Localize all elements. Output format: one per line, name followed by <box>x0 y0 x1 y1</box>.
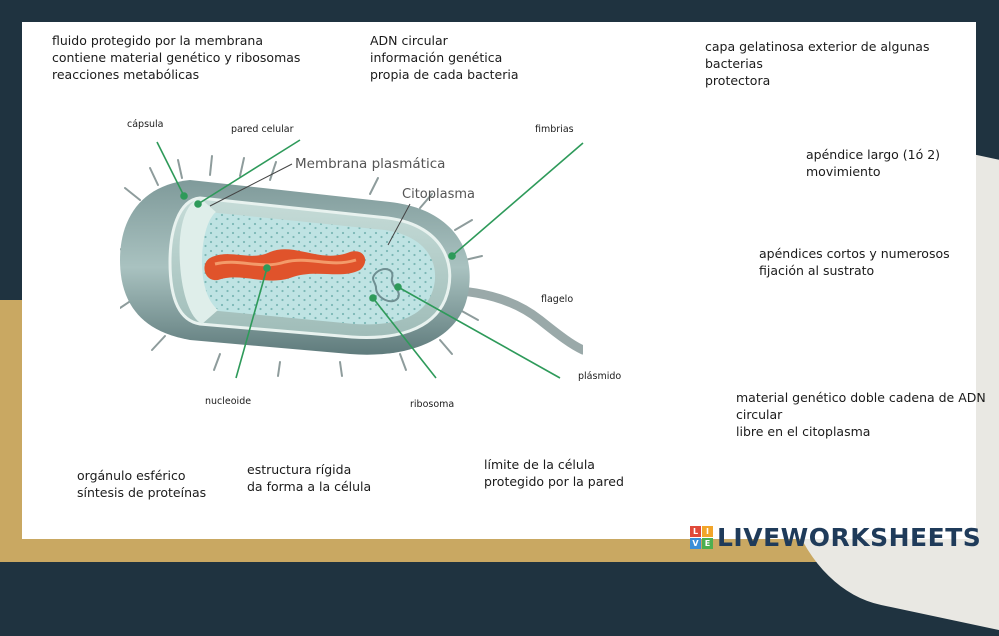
logo-text: LIVEWORKSHEETS <box>717 523 981 552</box>
definition-membrana[interactable]: límite de la célula protegido por la par… <box>484 456 624 490</box>
liveworksheets-logo: L I V E LIVEWORKSHEETS <box>690 522 981 552</box>
label-flagelo: flagelo <box>541 294 573 305</box>
membrane-image-label: Membrana plasmática <box>295 156 445 172</box>
definition-fimbrias[interactable]: apéndices cortos y numerosos fijación al… <box>759 245 950 279</box>
bacterium-diagram: Membrana plasmática Citoplasma <box>120 140 583 378</box>
label-ribosoma: ribosoma <box>410 399 454 410</box>
definition-citoplasma[interactable]: fluido protegido por la membrana contien… <box>52 32 300 83</box>
logo-badge-icon: L I V E <box>690 526 713 549</box>
definition-ribosoma[interactable]: orgánulo esférico síntesis de proteínas <box>77 467 206 501</box>
label-fimbrias: fimbrias <box>535 124 574 135</box>
label-pared-celular: pared celular <box>231 124 294 135</box>
cytoplasm-image-label: Citoplasma <box>402 187 475 202</box>
definition-pared[interactable]: estructura rígida da forma a la célula <box>247 461 371 495</box>
label-capsula: cápsula <box>127 119 164 130</box>
definition-nucleoide[interactable]: ADN circular información genética propia… <box>370 32 519 83</box>
definition-flagelo[interactable]: apéndice largo (1ó 2) movimiento <box>806 146 940 180</box>
definition-capsula[interactable]: capa gelatinosa exterior de algunas bact… <box>705 38 929 89</box>
label-nucleoide: nucleoide <box>205 396 251 407</box>
definition-plasmido[interactable]: material genético doble cadena de ADN ci… <box>736 389 986 440</box>
label-plasmido: plásmido <box>578 371 621 382</box>
